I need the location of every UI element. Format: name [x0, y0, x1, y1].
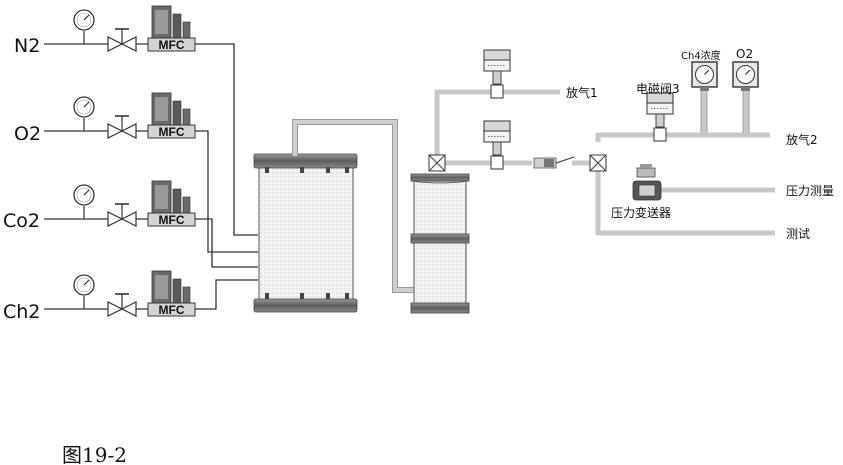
pressure-measure-label: 压力测量	[786, 184, 834, 198]
solenoid-valve-3[interactable]	[646, 92, 674, 142]
valve-junction[interactable]	[589, 154, 607, 172]
reaction-vessel	[253, 153, 358, 313]
vent2-label: 放气2	[786, 132, 818, 147]
mfc-n2[interactable]: MFC	[147, 5, 196, 52]
pressure-gauge-ch2	[73, 274, 95, 309]
solenoid-valve-line[interactable]	[483, 120, 511, 170]
pressure-transmitter[interactable]	[632, 164, 662, 201]
gas-label-ch2: Ch2	[3, 301, 40, 323]
gas-label-o2: O2	[14, 123, 41, 145]
mfc-label: MFC	[159, 125, 185, 139]
manual-valve-n2[interactable]	[107, 28, 137, 52]
mfc-label: MFC	[159, 303, 185, 317]
valve-tank-outlet[interactable]	[428, 154, 446, 172]
flow-probe	[533, 156, 575, 169]
pressure-gauge-co2	[73, 184, 95, 219]
gas-line-n2: MFC	[44, 5, 196, 52]
gas-line-o2: MFC	[44, 92, 196, 139]
ch4-concentration-meter	[691, 61, 718, 91]
gas-line-ch2: MFC	[44, 270, 196, 317]
test-label: 测试	[786, 226, 810, 241]
pressure-gauge-o2	[73, 96, 95, 131]
gas-label-co2: Co2	[3, 210, 40, 232]
manual-valve-ch2[interactable]	[107, 293, 137, 317]
solenoid3-label: 电磁阀3	[636, 81, 680, 96]
solenoid-valve-vent1[interactable]	[483, 49, 511, 99]
gas-labels: N2 O2 Co2 Ch2	[3, 35, 41, 323]
pressure-gauge-n2	[73, 9, 95, 44]
gas-label-n2: N2	[14, 35, 40, 57]
transfer-pipe	[292, 119, 414, 293]
mfc-co2[interactable]: MFC	[147, 180, 196, 227]
mfc-to-vessel-lines	[195, 43, 258, 310]
outlet-pipework	[434, 89, 775, 236]
figure-caption: 图19-2	[62, 443, 127, 465]
gas-line-co2: MFC	[44, 180, 196, 227]
o2-meter	[732, 61, 759, 91]
manual-valve-o2[interactable]	[107, 115, 137, 139]
vent1-label: 放气1	[566, 85, 598, 100]
solenoid-valves	[483, 49, 674, 170]
mfc-o2[interactable]: MFC	[147, 92, 196, 139]
o2-meter-label: O2	[736, 47, 753, 61]
ch4-meter-label: Ch4浓度	[681, 49, 721, 62]
mfc-label: MFC	[159, 38, 185, 52]
secondary-tank	[410, 173, 470, 314]
gas-supply-lines: MFC MFC MFC MFC	[44, 5, 196, 317]
manual-valve-co2[interactable]	[107, 203, 137, 227]
pressure-transmitter-label: 压力变送器	[611, 205, 671, 220]
mfc-ch2[interactable]: MFC	[147, 270, 196, 317]
mfc-label: MFC	[159, 213, 185, 227]
